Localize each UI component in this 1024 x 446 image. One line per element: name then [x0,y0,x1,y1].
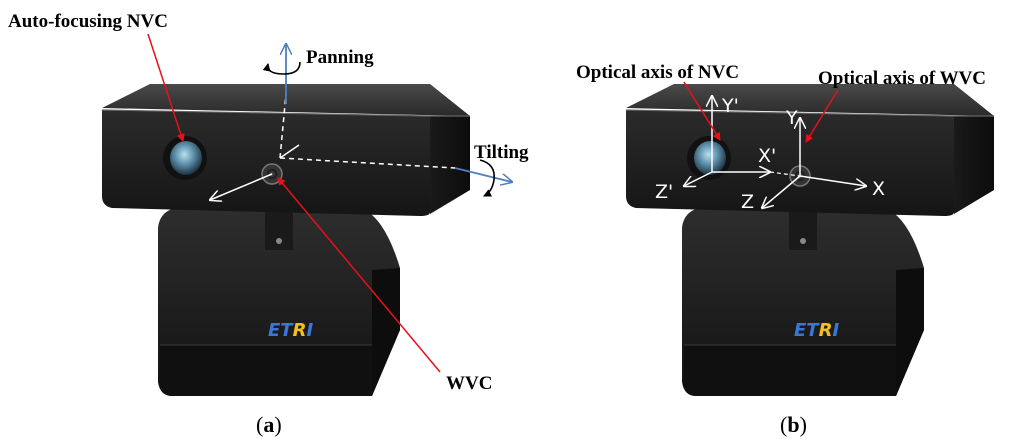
label-axis-z: Z [741,191,754,213]
wvc-axis-left [210,173,273,200]
pointer-wvc [277,177,441,373]
label-optical-axis-nvc: Optical axis of NVC [576,62,739,83]
label-tilting: Tilting [474,142,529,163]
wvc-axis-up [279,144,300,159]
tilting-axis [454,167,512,182]
wvc-x-axis [799,175,866,186]
neck-screw [276,238,282,244]
panel-a: ETRI Auto-focusing NVC Panning Tilting W… [8,11,529,437]
caption-b: (b) [780,412,807,437]
neck-screw-b [800,238,806,244]
caption-a: (a) [256,412,282,437]
panel-b: ETRI Y' X' Z' Y X Z Optical axis of NVC … [576,62,994,437]
label-wvc: WVC [446,373,492,394]
device-head-b [625,84,994,216]
etri-logo-b: ETRI [794,320,839,341]
tilting-rotation-icon [479,159,496,197]
label-optical-axis-wvc: Optical axis of WVC [818,68,986,89]
nvc-z-axis [684,171,713,186]
nvc-lens-glass-b [694,141,726,175]
pointer-nvc [147,33,185,142]
pointer-axis-wvc [805,89,839,143]
pointer-axis-nvc [683,81,721,141]
panning-rotation-icon [262,61,301,75]
wvc-z-axis [762,175,801,208]
etri-logo: ETRI [268,320,313,341]
label-axis-y-prime: Y' [721,95,739,117]
label-axis-x: X [872,178,885,200]
label-axis-z-prime: Z' [655,181,673,203]
nvc-x-dashed [769,171,801,177]
nvc-lens-glass [170,141,202,175]
device-base [158,206,400,396]
label-auto-focusing-nvc: Auto-focusing NVC [8,11,168,32]
device-base-b [682,206,924,396]
label-panning: Panning [306,47,374,68]
label-axis-y: Y [785,107,798,129]
label-axis-x-prime: X' [758,145,776,167]
pan-axis-dashed [279,93,287,159]
tilt-axis-dashed [279,157,456,169]
